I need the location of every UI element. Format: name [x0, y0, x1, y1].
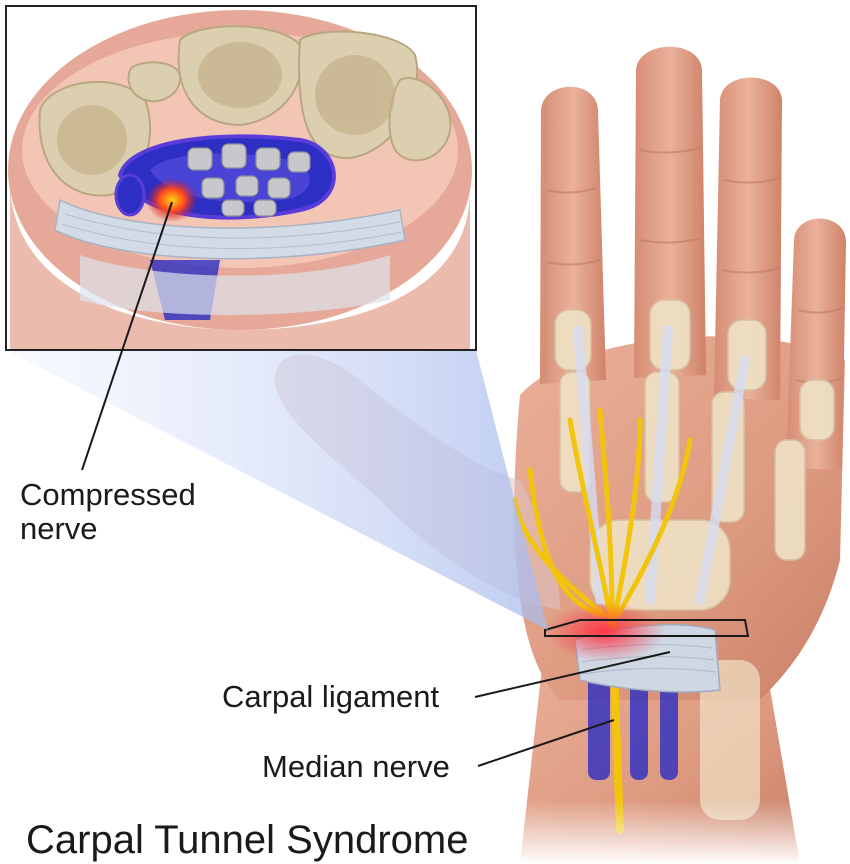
middle-finger — [634, 46, 706, 378]
figure-title: Carpal Tunnel Syndrome — [26, 818, 469, 862]
median-nerve-label: Median nerve — [262, 749, 450, 784]
median-nerve-leader — [477, 719, 615, 767]
callout-beam — [6, 350, 548, 630]
carpal-ligament-leader — [474, 651, 671, 698]
cross-section-plane — [544, 619, 750, 637]
leader-lines — [81, 201, 671, 767]
inset-border — [5, 5, 477, 351]
cross-section-inset — [5, 5, 477, 351]
compressed-nerve-leader — [81, 201, 173, 471]
index-finger — [540, 86, 606, 384]
carpal-ligament-label: Carpal ligament — [222, 679, 440, 714]
compressed-nerve-label: Compressed nerve — [20, 477, 196, 546]
ring-finger — [714, 77, 782, 400]
